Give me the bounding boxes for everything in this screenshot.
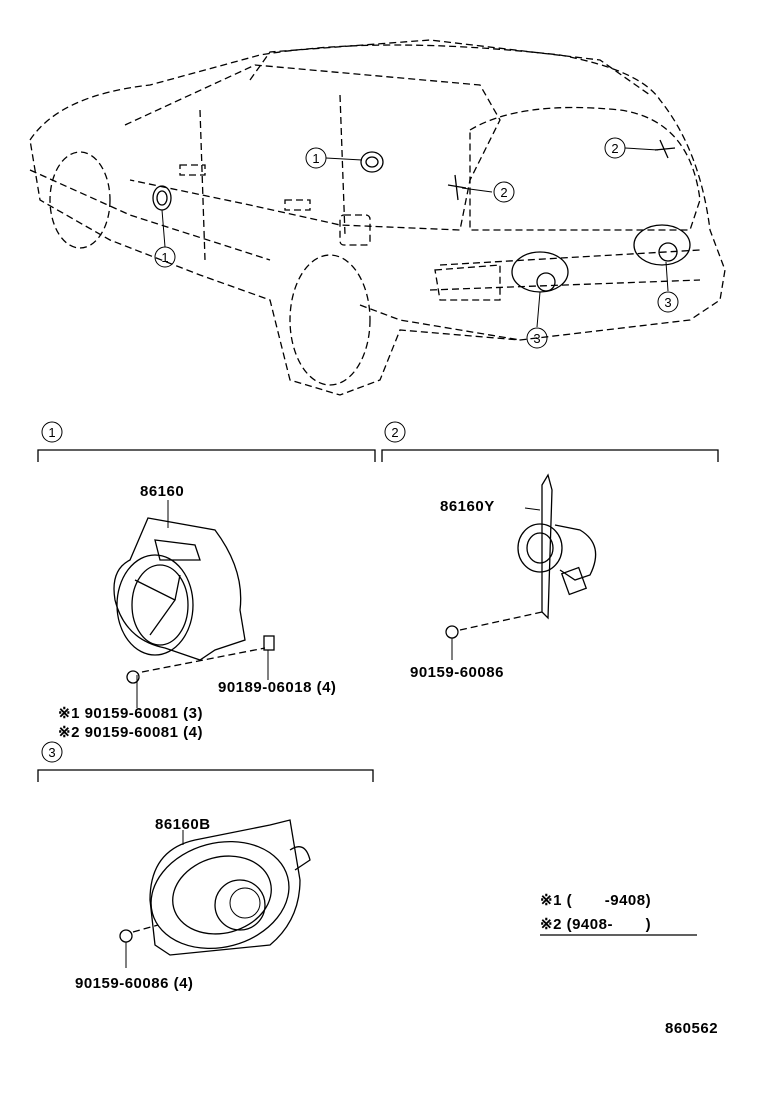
callout-2: 2 <box>500 185 507 200</box>
vehicle-callouts: 1 1 2 2 3 3 <box>154 137 679 349</box>
section-3-header: 3 <box>37 741 374 782</box>
svg-text:2: 2 <box>391 425 398 440</box>
part-number-86160Y: 86160Y <box>440 498 495 515</box>
section-2-header: 2 <box>381 421 719 462</box>
svg-text:3: 3 <box>48 745 55 760</box>
rear-speaker-drawing <box>119 819 311 968</box>
callout-3: 3 <box>533 331 540 346</box>
section-1-header: 1 <box>37 421 376 462</box>
part-number-tweeter-screw: 90159-60086 <box>410 664 504 681</box>
part-number-screw-1: ※1 90159-60081 (3) <box>58 705 203 722</box>
front-speaker-drawing <box>113 500 275 708</box>
legend-note-2: ※2 (9408- ) <box>540 916 651 933</box>
part-number-nut: 90189-06018 (4) <box>218 679 336 696</box>
part-number-86160: 86160 <box>140 483 184 500</box>
vehicle-illustration <box>29 39 726 396</box>
diagram-id: 860562 <box>665 1020 718 1037</box>
part-number-86160B: 86160B <box>155 816 211 833</box>
callout-1: 1 <box>161 250 168 265</box>
svg-text:1: 1 <box>48 425 55 440</box>
part-number-screw-2: ※2 90159-60081 (4) <box>58 724 203 741</box>
date-legend: ※1 ( -9408) ※2 (9408- ) <box>540 892 697 936</box>
legend-note-1: ※1 ( -9408) <box>540 892 651 909</box>
tweeter-drawing <box>445 473 597 660</box>
callout-1: 1 <box>312 151 319 166</box>
part-number-rear-screw: 90159-60086 (4) <box>75 975 193 992</box>
callout-2: 2 <box>611 141 618 156</box>
callout-3: 3 <box>664 295 671 310</box>
